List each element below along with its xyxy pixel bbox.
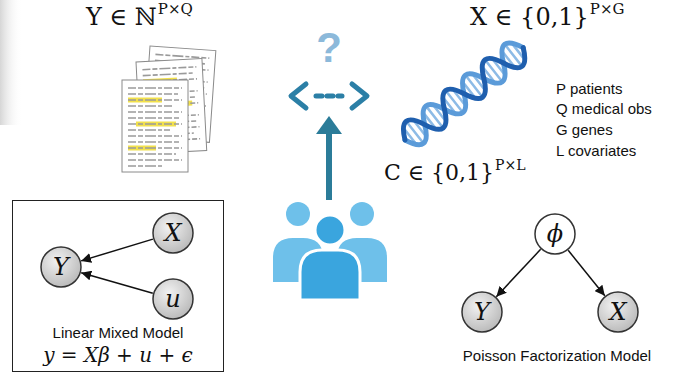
- node-circle: [535, 214, 575, 254]
- matrix-dims: P×G: [590, 1, 625, 18]
- node-circle: [153, 213, 193, 253]
- model-equation: y = Xβ + u + ϵ: [13, 343, 223, 367]
- key-entry: L covariates: [556, 142, 636, 159]
- node-circle: [153, 279, 193, 319]
- arrow-connector: [496, 249, 540, 296]
- matrix-dims: P×Q: [158, 1, 193, 18]
- arrow-connector: [81, 273, 153, 293]
- arrow-connector: [81, 239, 153, 261]
- matrix-label: C ∈ {0,1}: [384, 160, 494, 185]
- key-entry: P patients: [556, 80, 622, 97]
- question-mark: ?: [316, 24, 342, 72]
- model-name: Linear Mixed Model: [13, 323, 223, 343]
- variable-node: Y: [40, 246, 82, 288]
- variable-node: X: [152, 212, 194, 254]
- node-circle: [598, 292, 638, 332]
- variable-node: u: [152, 278, 194, 320]
- model-name: Poisson Factorization Model: [463, 347, 651, 364]
- matrix-label: X ∈ {0,1}: [470, 4, 589, 32]
- node-circle: [41, 247, 81, 287]
- arrow-connector: [568, 250, 605, 295]
- documents-icon: [122, 46, 216, 172]
- variable-symbol: X: [164, 221, 181, 245]
- dna-icon: [396, 37, 531, 151]
- variable-symbol: u: [165, 287, 180, 311]
- variable-symbol: Y: [53, 255, 69, 279]
- people-icon: [273, 202, 387, 300]
- up-arrow: [316, 116, 342, 200]
- edge-fade: [0, 0, 22, 125]
- key-entry: Q medical obs: [556, 100, 652, 117]
- variable-node: Y: [461, 291, 503, 333]
- key-entry: G genes: [556, 121, 613, 138]
- model-panel: Linear Mixed Modely = Xβ + u + ϵ X Yu: [12, 200, 224, 372]
- variable-symbol: Y: [474, 300, 490, 324]
- variable-node: ϕ: [534, 213, 576, 255]
- variable-symbol: X: [609, 300, 626, 324]
- matrix-dims: P×L: [495, 157, 525, 173]
- matrix-label: Y ∈ ℕ: [86, 4, 157, 32]
- variable-symbol: ϕ: [547, 222, 563, 246]
- variable-node: X: [597, 291, 639, 333]
- double-arrow-symbol: [291, 84, 367, 108]
- node-circle: [462, 292, 502, 332]
